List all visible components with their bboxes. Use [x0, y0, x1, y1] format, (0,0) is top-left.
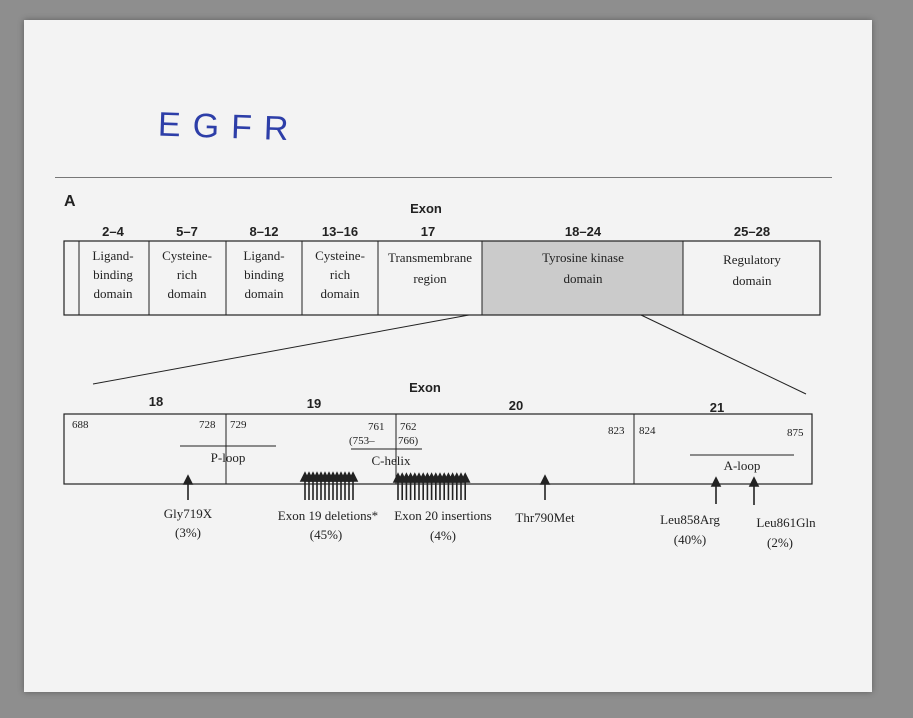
mutation-arrow-head — [347, 471, 359, 482]
domain-bar — [63, 240, 821, 316]
segment-exon: 13–16 — [322, 224, 358, 239]
mutation-arrows — [182, 471, 760, 505]
mutation-arrow-head — [459, 472, 471, 483]
residue-position: 728 — [199, 419, 216, 431]
top-exon-label: Exon — [410, 201, 442, 216]
residue-position: (753– — [349, 435, 375, 447]
zoom-line-right — [640, 314, 807, 395]
mutation-name: Thr790Met — [515, 510, 575, 525]
segment-label: Ligand- — [92, 248, 133, 263]
residue-position: 688 — [72, 419, 89, 431]
segment-label: Ligand- — [243, 248, 284, 263]
region-label: P-loop — [211, 450, 246, 465]
mutation-arrow-head — [539, 474, 551, 485]
segment-label: Regulatory — [723, 252, 781, 267]
region-label: C-helix — [372, 453, 411, 468]
segment-label: domain — [94, 286, 133, 301]
segment-exon: 18–24 — [565, 224, 602, 239]
segment-label: Cysteine- — [315, 248, 365, 263]
segment-label: rich — [177, 267, 198, 282]
segment-label: region — [413, 271, 447, 286]
segment-label: domain — [168, 286, 207, 301]
residue-position: 875 — [787, 427, 804, 439]
mutation-arrow-head — [748, 476, 760, 487]
segment-label: domain — [564, 271, 603, 286]
segment-label: domain — [245, 286, 284, 301]
mutation-frequency: (2%) — [767, 535, 793, 550]
kinase-exon-number: 20 — [509, 398, 523, 413]
segment-exon: 8–12 — [250, 224, 279, 239]
mutation-frequency: (40%) — [674, 532, 707, 547]
panel-label: A — [64, 193, 76, 210]
mutation-name: Exon 19 deletions* — [278, 508, 378, 523]
segment-exon: 17 — [421, 224, 435, 239]
segment-exon: 2–4 — [102, 224, 124, 239]
region-label: A-loop — [724, 458, 761, 473]
mutation-frequency: (3%) — [175, 525, 201, 540]
mutation-name: Leu861Gln — [756, 515, 816, 530]
segment-label: domain — [321, 286, 360, 301]
segment-label: Tyrosine kinase — [542, 250, 624, 265]
kinase-exon-number: 19 — [307, 396, 321, 411]
segment-label: binding — [244, 267, 284, 282]
zoom-line-left — [92, 314, 470, 385]
kinase-exon-label: Exon — [409, 380, 441, 395]
residue-position: 762 — [400, 421, 417, 433]
segment-exon: 5–7 — [176, 224, 198, 239]
residue-position: 729 — [230, 419, 247, 431]
residue-position: 824 — [639, 425, 656, 437]
mutation-name: Leu858Arg — [660, 512, 720, 527]
residue-position: 823 — [608, 425, 625, 437]
kinase-exon-number: 21 — [710, 400, 724, 415]
segment-exon: 25–28 — [734, 224, 770, 239]
kinase-exon-number: 18 — [149, 394, 163, 409]
residue-position: 761 — [368, 421, 385, 433]
residue-position: 766) — [398, 435, 419, 447]
kinase-bar — [63, 413, 813, 485]
paper-sheet — [24, 20, 872, 692]
segment-label: Transmembrane — [388, 250, 472, 265]
divider-line — [55, 177, 832, 178]
mutation-name: Gly719X — [164, 506, 213, 521]
mutation-arrow-head — [182, 474, 194, 485]
mutation-frequency: (45%) — [310, 527, 343, 542]
kinase-domain-shading — [482, 241, 683, 315]
segment-label: rich — [330, 267, 351, 282]
mutation-name: Exon 20 insertions — [394, 508, 492, 523]
segment-label: binding — [93, 267, 133, 282]
mutation-frequency: (4%) — [430, 528, 456, 543]
mutation-arrow-head — [710, 476, 722, 487]
segment-label: domain — [733, 273, 772, 288]
segment-label: Cysteine- — [162, 248, 212, 263]
